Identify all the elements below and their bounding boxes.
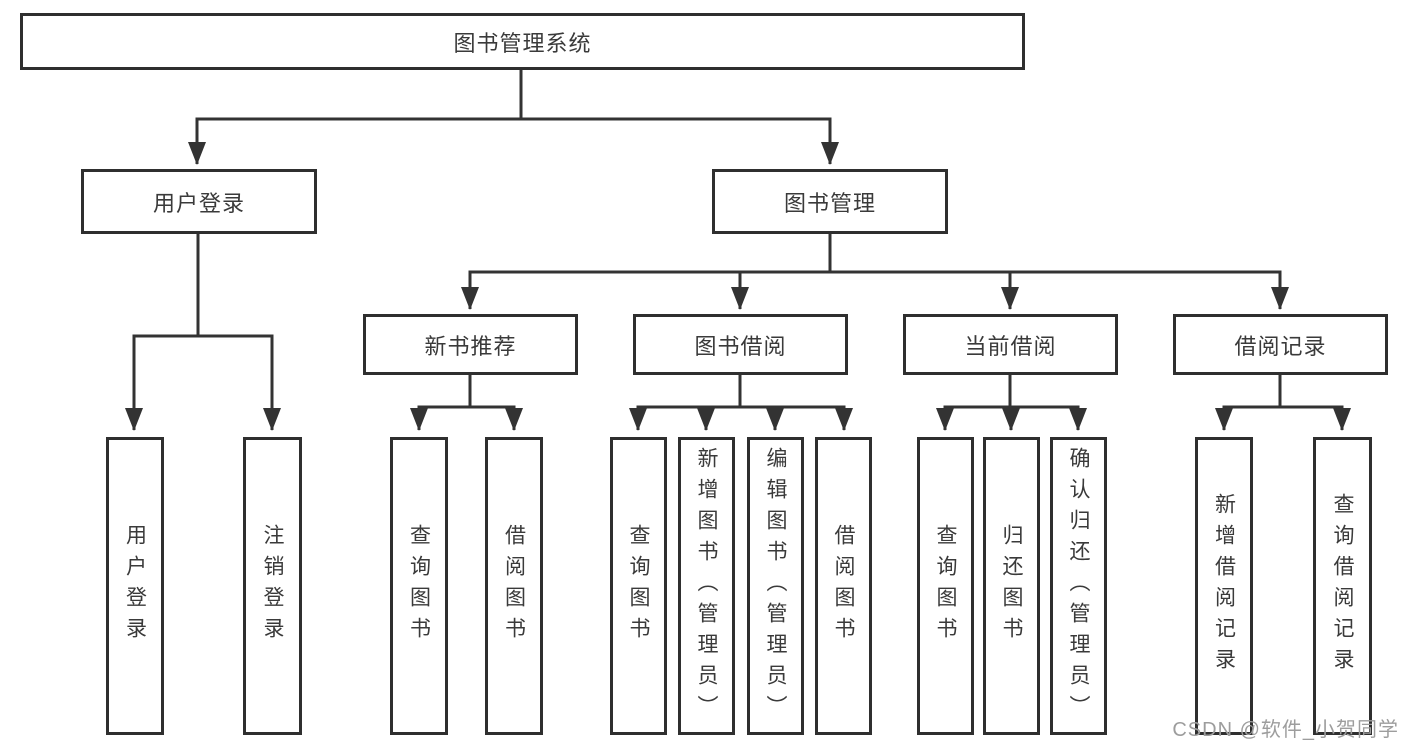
node-label: 用户登录 — [123, 524, 147, 648]
csdn-watermark: CSDN @软件_小贺同学 — [1172, 719, 1399, 741]
node-query-books-borrow: 查询图书 — [610, 437, 667, 735]
node-borrow-books-recommend: 借阅图书 — [485, 437, 543, 735]
node-user-login: 用户登录 — [81, 169, 317, 234]
node-label: 图书管理 — [783, 190, 876, 216]
node-label: 当前借阅 — [964, 333, 1057, 359]
node-query-borrow-record: 查询借阅记录 — [1313, 437, 1372, 735]
node-edit-books-admin: 编辑图书（管理员） — [747, 437, 804, 735]
node-label: 借阅图书 — [502, 524, 526, 648]
node-label: 新增图书（管理员） — [695, 446, 718, 726]
node-library-system: 图书管理系统 — [20, 13, 1025, 70]
node-borrow-books: 借阅图书 — [815, 437, 872, 735]
node-query-books-current: 查询图书 — [917, 437, 974, 735]
node-label: 查询图书 — [407, 524, 431, 648]
node-label: 用户登录 — [152, 190, 245, 216]
node-book-borrowing: 图书借阅 — [633, 314, 848, 375]
node-user-login-action: 用户登录 — [106, 437, 164, 735]
node-label: 图书管理系统 — [453, 30, 592, 56]
node-label: 归还图书 — [1000, 524, 1023, 648]
node-book-management: 图书管理 — [712, 169, 948, 234]
node-label: 新书推荐 — [424, 333, 517, 359]
node-new-book-recommend: 新书推荐 — [363, 314, 578, 375]
node-label: 图书借阅 — [694, 333, 787, 359]
node-label: 编辑图书（管理员） — [764, 446, 787, 726]
node-logout-action: 注销登录 — [243, 437, 302, 735]
node-label: 借阅记录 — [1234, 333, 1327, 359]
node-label: 确认归还（管理员） — [1067, 446, 1090, 726]
node-label: 新增借阅记录 — [1212, 493, 1236, 679]
node-current-borrowing: 当前借阅 — [903, 314, 1118, 375]
node-label: 注销登录 — [261, 524, 284, 648]
node-return-books: 归还图书 — [983, 437, 1040, 735]
node-borrowing-records: 借阅记录 — [1173, 314, 1388, 375]
node-query-books-recommend: 查询图书 — [390, 437, 448, 735]
node-add-books-admin: 新增图书（管理员） — [678, 437, 735, 735]
node-label: 查询借阅记录 — [1331, 493, 1354, 679]
node-confirm-return-admin: 确认归还（管理员） — [1050, 437, 1107, 735]
node-label: 查询图书 — [627, 524, 650, 648]
node-label: 借阅图书 — [832, 524, 855, 648]
node-add-borrow-record: 新增借阅记录 — [1195, 437, 1253, 735]
node-label: 查询图书 — [934, 524, 957, 648]
